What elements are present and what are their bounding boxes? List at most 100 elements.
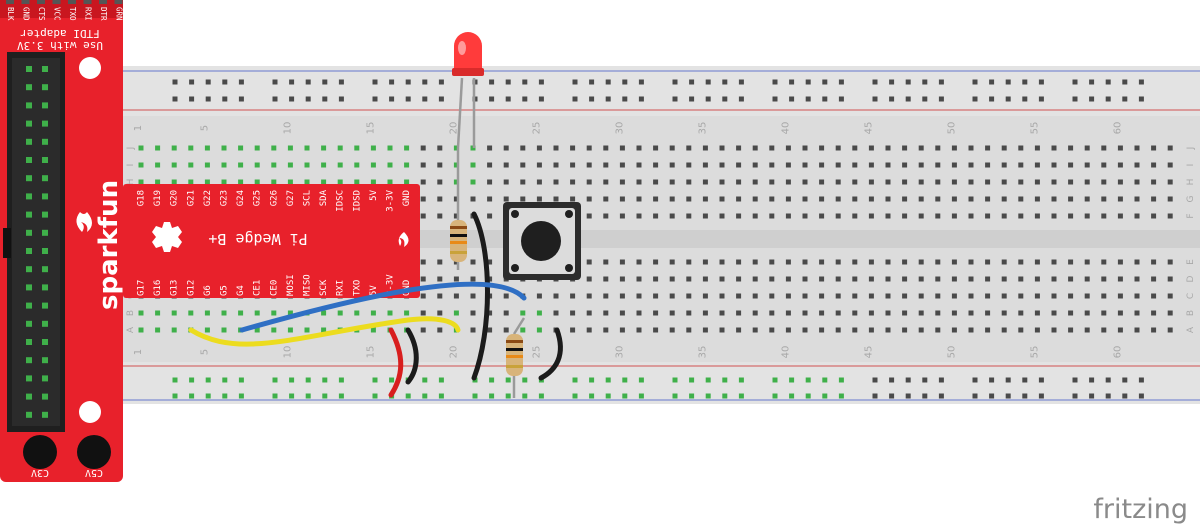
breadboard-hole xyxy=(802,310,808,316)
rail-hole xyxy=(405,393,411,399)
column-number: 35 xyxy=(697,122,708,135)
column-number: 20 xyxy=(448,122,459,135)
breadboard-hole xyxy=(935,276,941,282)
breadboard-hole xyxy=(902,276,908,282)
breadboard-hole xyxy=(155,179,161,185)
breadboard-hole xyxy=(1051,162,1057,168)
breadboard-hole xyxy=(968,327,974,333)
rail-hole xyxy=(638,96,644,102)
wedge-pin-label: GND xyxy=(402,190,412,206)
header-pin xyxy=(42,102,48,109)
rail-hole xyxy=(838,377,844,383)
breadboard-hole xyxy=(155,162,161,168)
rail-hole xyxy=(372,393,378,399)
breadboard-hole xyxy=(1134,162,1140,168)
breadboard-hole xyxy=(171,179,177,185)
breadboard-hole xyxy=(636,162,642,168)
breadboard-hole xyxy=(868,293,874,299)
breadboard-hole xyxy=(536,162,542,168)
wedge-pin-label: GND xyxy=(402,280,412,296)
breadboard-hole xyxy=(387,162,393,168)
breadboard-hole xyxy=(420,179,426,185)
breadboard-hole xyxy=(603,145,609,151)
breadboard-hole xyxy=(968,196,974,202)
rail-hole xyxy=(305,96,311,102)
breadboard-hole xyxy=(686,162,692,168)
wedge-pin-label: G12 xyxy=(186,280,196,296)
row-letter: G xyxy=(1186,195,1196,202)
breadboard-hole xyxy=(702,259,708,265)
breadboard-hole xyxy=(769,327,775,333)
rail-hole xyxy=(189,377,195,383)
breadboard-hole xyxy=(835,196,841,202)
breadboard-hole xyxy=(835,327,841,333)
breadboard-hole xyxy=(204,179,210,185)
header-pin xyxy=(42,138,48,145)
row-letter: J xyxy=(126,147,136,151)
breadboard-hole xyxy=(304,327,310,333)
breadboard-hole xyxy=(553,310,559,316)
breadboard-hole xyxy=(669,162,675,168)
breadboard-hole xyxy=(453,259,459,265)
breadboard-hole xyxy=(1084,213,1090,219)
breadboard-hole xyxy=(619,162,625,168)
breadboard-hole xyxy=(902,327,908,333)
resistor-bottom xyxy=(506,317,526,398)
rail-hole xyxy=(1122,393,1128,399)
breadboard-hole xyxy=(819,213,825,219)
breadboard-hole xyxy=(951,310,957,316)
breadboard-hole xyxy=(503,293,509,299)
breadboard-hole xyxy=(420,162,426,168)
rail-hole xyxy=(938,79,944,85)
breadboard-hole xyxy=(752,259,758,265)
breadboard-hole xyxy=(603,276,609,282)
rail-hole xyxy=(372,79,378,85)
breadboard-hole xyxy=(819,196,825,202)
breadboard-hole xyxy=(951,259,957,265)
breadboard-hole xyxy=(221,179,227,185)
column-number: 25 xyxy=(531,346,542,359)
header-pin xyxy=(26,229,32,236)
breadboard-hole xyxy=(520,327,526,333)
column-number: 25 xyxy=(531,122,542,135)
rail-hole xyxy=(1072,377,1078,383)
rail-hole xyxy=(889,393,895,399)
rail-hole xyxy=(622,79,628,85)
ftdi-pin xyxy=(68,0,76,4)
breadboard-hole xyxy=(785,293,791,299)
row-letter: A xyxy=(126,326,136,333)
breadboard-hole xyxy=(1034,162,1040,168)
adapter-label-ftdi: FTDI adapter xyxy=(20,27,100,40)
breadboard-hole xyxy=(1051,310,1057,316)
breadboard-hole xyxy=(271,310,277,316)
breadboard-hole xyxy=(155,310,161,316)
wedge-pin-label: G27 xyxy=(286,190,296,206)
breadboard-hole xyxy=(370,327,376,333)
breadboard-hole xyxy=(636,327,642,333)
wedge-pin-label: SDA xyxy=(319,189,329,206)
breadboard-hole xyxy=(1018,310,1024,316)
breadboard-hole xyxy=(935,310,941,316)
breadboard-hole xyxy=(221,327,227,333)
breadboard-hole xyxy=(420,259,426,265)
breadboard-hole xyxy=(868,259,874,265)
rail-hole xyxy=(1105,79,1111,85)
rail-hole xyxy=(805,96,811,102)
rail-hole xyxy=(872,377,878,383)
breadboard-hole xyxy=(785,196,791,202)
breadboard-hole xyxy=(221,145,227,151)
breadboard-hole xyxy=(1068,196,1074,202)
row-letter: A xyxy=(1186,326,1196,333)
rail-hole xyxy=(489,377,495,383)
breadboard-hole xyxy=(1018,145,1024,151)
rail-hole xyxy=(922,96,928,102)
breadboard-hole xyxy=(603,179,609,185)
rail-hole xyxy=(1005,79,1011,85)
push-button xyxy=(503,202,581,280)
wedge-pin-label: 3-3V xyxy=(386,189,396,211)
breadboard-hole xyxy=(719,276,725,282)
jack-label-c3v: C3V xyxy=(31,467,49,478)
rail-hole xyxy=(972,377,978,383)
rail-hole xyxy=(938,393,944,399)
